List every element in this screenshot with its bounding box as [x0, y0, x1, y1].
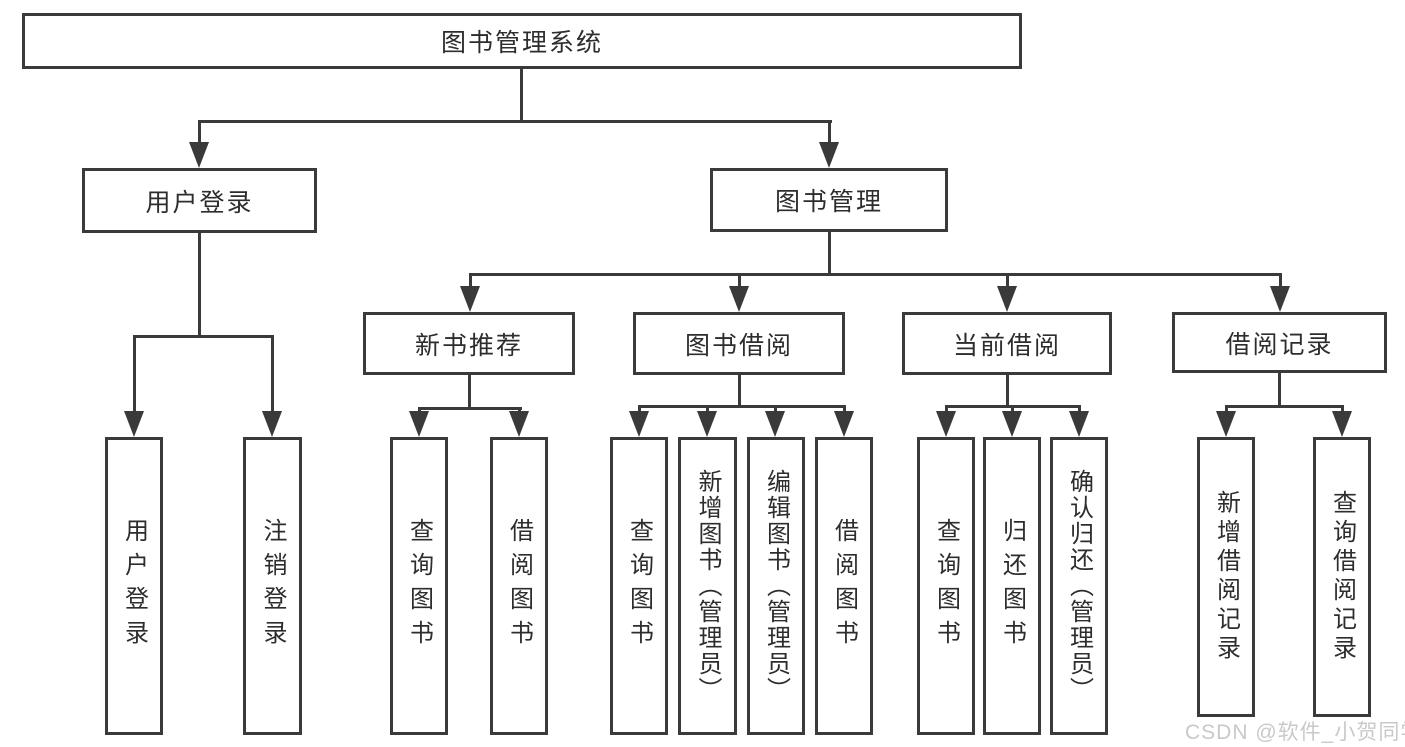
node-book-borrowing: 图书借阅 — [633, 312, 845, 375]
connector-line — [133, 335, 274, 338]
arrow-down-icon — [460, 286, 480, 312]
leaf-borrow-books-1-label: 借阅图书 — [505, 518, 533, 654]
connector-line — [469, 273, 1282, 276]
arrow-down-icon — [124, 411, 144, 437]
node-borrow-records-label: 借阅记录 — [1225, 330, 1334, 359]
connector-line — [843, 405, 846, 415]
leaf-borrow-books-2-label: 借阅图书 — [830, 518, 858, 654]
leaf-query-books-3: 查询图书 — [917, 437, 975, 735]
node-user-login: 用户登录 — [82, 168, 317, 233]
node-borrow-records: 借阅记录 — [1172, 312, 1387, 373]
connector-line — [469, 273, 472, 290]
arrow-down-icon — [819, 142, 839, 168]
leaf-confirm-return-admin: 确认归还（管理员） — [1050, 437, 1108, 735]
connector-line — [638, 405, 641, 415]
csdn-watermark: CSDN @软件_小贺同学 — [1185, 721, 1405, 744]
node-current-borrowing: 当前借阅 — [902, 312, 1112, 375]
node-book-borrowing-label: 图书借阅 — [684, 331, 793, 360]
connector-line — [1341, 405, 1344, 415]
leaf-edit-books-admin-label: 编辑图书（管理员） — [762, 469, 790, 703]
node-root-label: 图书管理系统 — [440, 29, 603, 57]
leaf-logout-label: 注销登录 — [259, 518, 286, 654]
connector-line — [133, 335, 136, 415]
connector-line — [271, 335, 274, 415]
node-new-book-recommend: 新书推荐 — [363, 312, 575, 375]
connector-line — [198, 233, 201, 335]
connector-line — [738, 273, 741, 290]
leaf-return-books-label: 归还图书 — [998, 518, 1026, 654]
arrow-down-icon — [1002, 411, 1022, 437]
leaf-borrow-books-2: 借阅图书 — [815, 437, 873, 735]
connector-line — [418, 407, 522, 410]
leaf-query-books-1-label: 查询图书 — [405, 518, 433, 654]
connector-line — [198, 120, 832, 123]
leaf-return-books: 归还图书 — [983, 437, 1041, 735]
arrow-down-icon — [729, 286, 749, 312]
connector-line — [520, 69, 523, 121]
node-root: 图书管理系统 — [22, 13, 1022, 69]
connector-line — [1225, 405, 1344, 408]
arrow-down-icon — [936, 411, 956, 437]
node-book-management: 图书管理 — [710, 168, 948, 232]
leaf-confirm-return-admin-label: 确认归还（管理员） — [1065, 469, 1093, 703]
leaf-borrow-books-1: 借阅图书 — [490, 437, 548, 735]
node-user-login-label: 用户登录 — [145, 188, 254, 217]
connector-line — [468, 375, 471, 410]
leaf-add-books-admin-label: 新增图书（管理员） — [694, 469, 721, 703]
arrow-down-icon — [189, 142, 209, 168]
arrow-down-icon — [697, 411, 717, 437]
leaf-add-borrow-record-label: 新增借阅记录 — [1212, 490, 1240, 664]
leaf-query-books-3-label: 查询图书 — [932, 518, 960, 654]
connector-line — [1225, 405, 1228, 415]
leaf-query-books-2-label: 查询图书 — [625, 518, 653, 654]
arrow-down-icon — [262, 411, 282, 437]
connector-line — [828, 232, 831, 273]
connector-line — [1279, 273, 1282, 290]
connector-line — [706, 405, 709, 415]
leaf-user-login-label: 用户登录 — [120, 518, 148, 654]
leaf-query-books-2: 查询图书 — [610, 437, 668, 735]
leaf-query-borrow-record-label: 查询借阅记录 — [1328, 490, 1356, 664]
connector-line — [638, 405, 846, 408]
leaf-logout: 注销登录 — [243, 437, 302, 735]
arrow-down-icon — [409, 411, 429, 437]
arrow-down-icon — [997, 286, 1017, 312]
arrow-down-icon — [1270, 286, 1290, 312]
node-book-management-label: 图书管理 — [774, 188, 883, 216]
connector-line — [198, 120, 201, 150]
connector-line — [1006, 375, 1009, 407]
leaf-add-books-admin: 新增图书（管理员） — [678, 437, 737, 735]
connector-line — [774, 405, 777, 415]
arrow-down-icon — [1332, 411, 1352, 437]
arrow-down-icon — [834, 411, 854, 437]
arrow-down-icon — [509, 411, 529, 437]
connector-line — [738, 375, 741, 407]
leaf-user-login: 用户登录 — [105, 437, 163, 735]
leaf-edit-books-admin: 编辑图书（管理员） — [747, 437, 805, 735]
leaf-add-borrow-record: 新增借阅记录 — [1197, 437, 1255, 717]
connector-line — [1011, 405, 1014, 415]
node-current-borrowing-label: 当前借阅 — [952, 331, 1061, 360]
connector-line — [1278, 373, 1281, 407]
leaf-query-borrow-record: 查询借阅记录 — [1313, 437, 1371, 717]
leaf-query-books-1: 查询图书 — [390, 437, 448, 735]
connector-line — [1006, 273, 1009, 290]
arrow-down-icon — [629, 411, 649, 437]
arrow-down-icon — [765, 411, 785, 437]
arrow-down-icon — [1069, 411, 1089, 437]
connector-line — [828, 120, 831, 150]
connector-line — [1078, 405, 1081, 415]
node-new-book-recommend-label: 新书推荐 — [414, 331, 523, 360]
arrow-down-icon — [1216, 411, 1236, 437]
connector-line — [945, 405, 948, 415]
